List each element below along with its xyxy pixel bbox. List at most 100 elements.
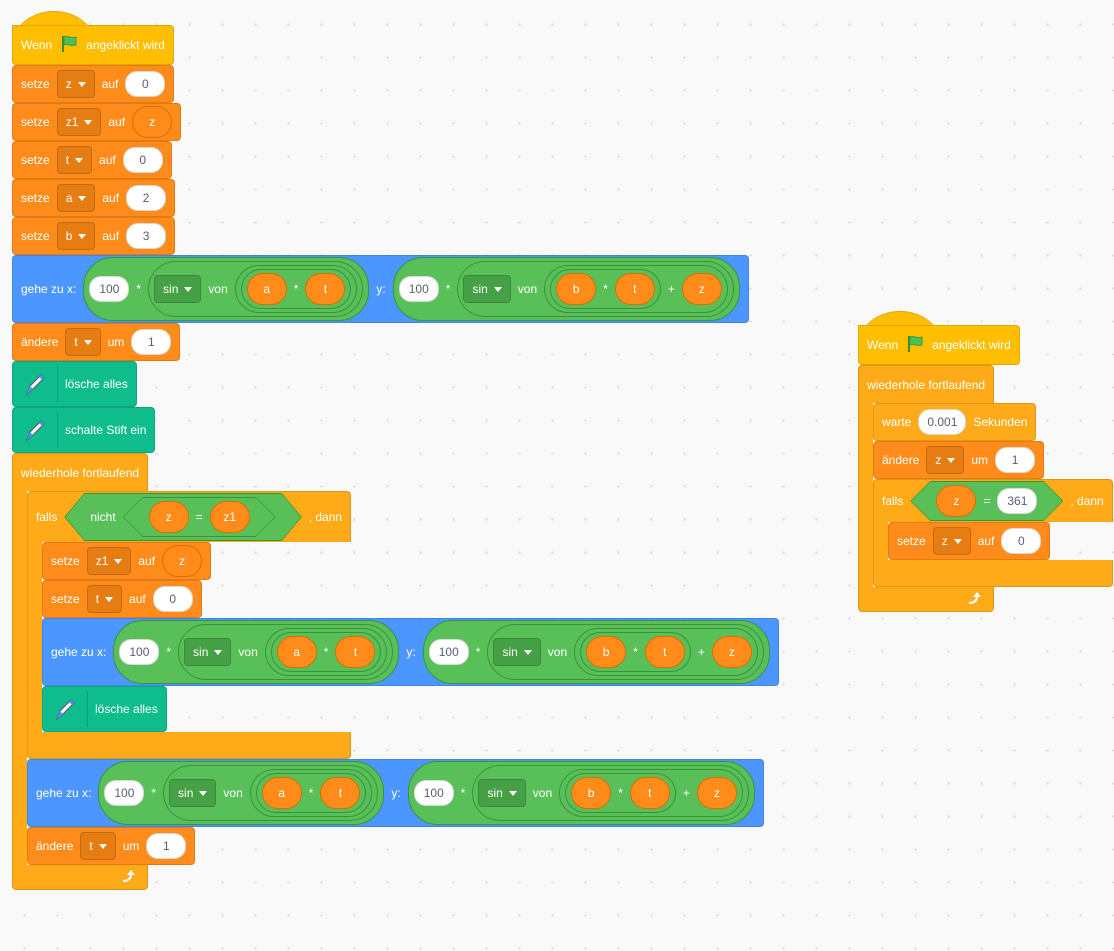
- number-input[interactable]: 100: [413, 780, 454, 806]
- variable-reporter-z[interactable]: z: [149, 501, 189, 533]
- dropdown-function[interactable]: sin: [478, 779, 526, 807]
- dropdown-function[interactable]: sin: [169, 779, 217, 807]
- number-input[interactable]: 100: [104, 780, 145, 806]
- variable-reporter-z1[interactable]: z1: [210, 501, 250, 533]
- variable-reporter-z[interactable]: z: [132, 106, 173, 138]
- variable-reporter-z[interactable]: z: [681, 273, 722, 305]
- boolean-operator[interactable]: z=361: [910, 481, 1063, 521]
- number-input[interactable]: 1: [146, 833, 187, 859]
- dropdown-function[interactable]: sin: [154, 275, 202, 303]
- number-input[interactable]: 100: [89, 276, 130, 302]
- dropdown-variable[interactable]: a: [56, 184, 96, 212]
- number-input[interactable]: 0: [122, 147, 163, 173]
- variable-reporter-t[interactable]: t: [614, 273, 655, 305]
- number-input[interactable]: 100: [428, 639, 469, 665]
- number-input[interactable]: 361: [997, 488, 1037, 514]
- dropdown-variable[interactable]: z1: [86, 547, 132, 575]
- forever-header[interactable]: wiederhole fortlaufend: [858, 365, 995, 403]
- number-input[interactable]: 3: [126, 223, 167, 249]
- variable-reporter-t[interactable]: t: [644, 636, 685, 668]
- operator-reporter[interactable]: a*t: [240, 269, 352, 309]
- variable-reporter-b[interactable]: b: [586, 636, 627, 668]
- number-input[interactable]: 1: [131, 329, 172, 355]
- operator-reporter[interactable]: a*t: [255, 773, 367, 813]
- dropdown-variable[interactable]: t: [80, 832, 116, 860]
- dropdown-variable[interactable]: z1: [56, 108, 102, 136]
- number-input[interactable]: 0: [1001, 528, 1042, 554]
- dropdown-variable[interactable]: t: [65, 328, 101, 356]
- number-input[interactable]: 1: [995, 447, 1036, 473]
- operator-reporter[interactable]: a*t: [249, 769, 373, 817]
- variable-reporter-z[interactable]: z: [936, 485, 976, 517]
- variable-reporter-z[interactable]: z: [696, 777, 737, 809]
- dropdown-variable[interactable]: z: [56, 70, 95, 98]
- number-input[interactable]: 0: [152, 586, 193, 612]
- variable-reporter-a[interactable]: a: [246, 273, 287, 305]
- operator-reporter[interactable]: b*t+z: [559, 769, 743, 817]
- dropdown-variable[interactable]: t: [56, 146, 93, 174]
- number-input[interactable]: 2: [126, 185, 167, 211]
- operator-reporter[interactable]: b*t: [565, 773, 676, 813]
- variable-reporter-b[interactable]: b: [571, 777, 612, 809]
- number-input[interactable]: 100: [398, 276, 439, 302]
- operator-reporter[interactable]: b*t: [550, 269, 661, 309]
- operator-reporter[interactable]: a*t: [270, 632, 382, 672]
- variable-reporter-z[interactable]: z: [711, 636, 752, 668]
- pen-block[interactable]: lösche alles: [12, 361, 137, 407]
- operator-reporter[interactable]: b*t+z: [574, 628, 758, 676]
- dropdown-variable[interactable]: t: [86, 585, 123, 613]
- dropdown-function[interactable]: sin: [493, 638, 541, 666]
- variable-reporter-a[interactable]: a: [261, 777, 302, 809]
- dropdown-variable[interactable]: z: [926, 446, 965, 474]
- variable-reporter-t[interactable]: t: [305, 273, 346, 305]
- variable-reporter-b[interactable]: b: [556, 273, 597, 305]
- variable-reporter-t[interactable]: t: [335, 636, 376, 668]
- operator-reporter[interactable]: b*t: [580, 632, 691, 672]
- variable-reporter-z[interactable]: z: [162, 545, 203, 577]
- dropdown-variable[interactable]: z: [932, 527, 971, 555]
- boolean-operator[interactable]: z=z1: [123, 497, 276, 537]
- dropdown-variable[interactable]: b: [56, 222, 96, 250]
- forever-header[interactable]: wiederhole fortlaufend: [12, 453, 149, 491]
- variable-reporter-t[interactable]: t: [320, 777, 361, 809]
- number-input[interactable]: 0: [125, 71, 166, 97]
- number-input[interactable]: 0.001: [918, 409, 967, 435]
- dropdown-function[interactable]: sin: [463, 275, 511, 303]
- variable-reporter-t[interactable]: t: [629, 777, 670, 809]
- variable-reporter-a[interactable]: a: [276, 636, 317, 668]
- pen-block[interactable]: schalte Stift ein: [12, 407, 156, 453]
- operator-reporter[interactable]: a*t: [264, 628, 388, 676]
